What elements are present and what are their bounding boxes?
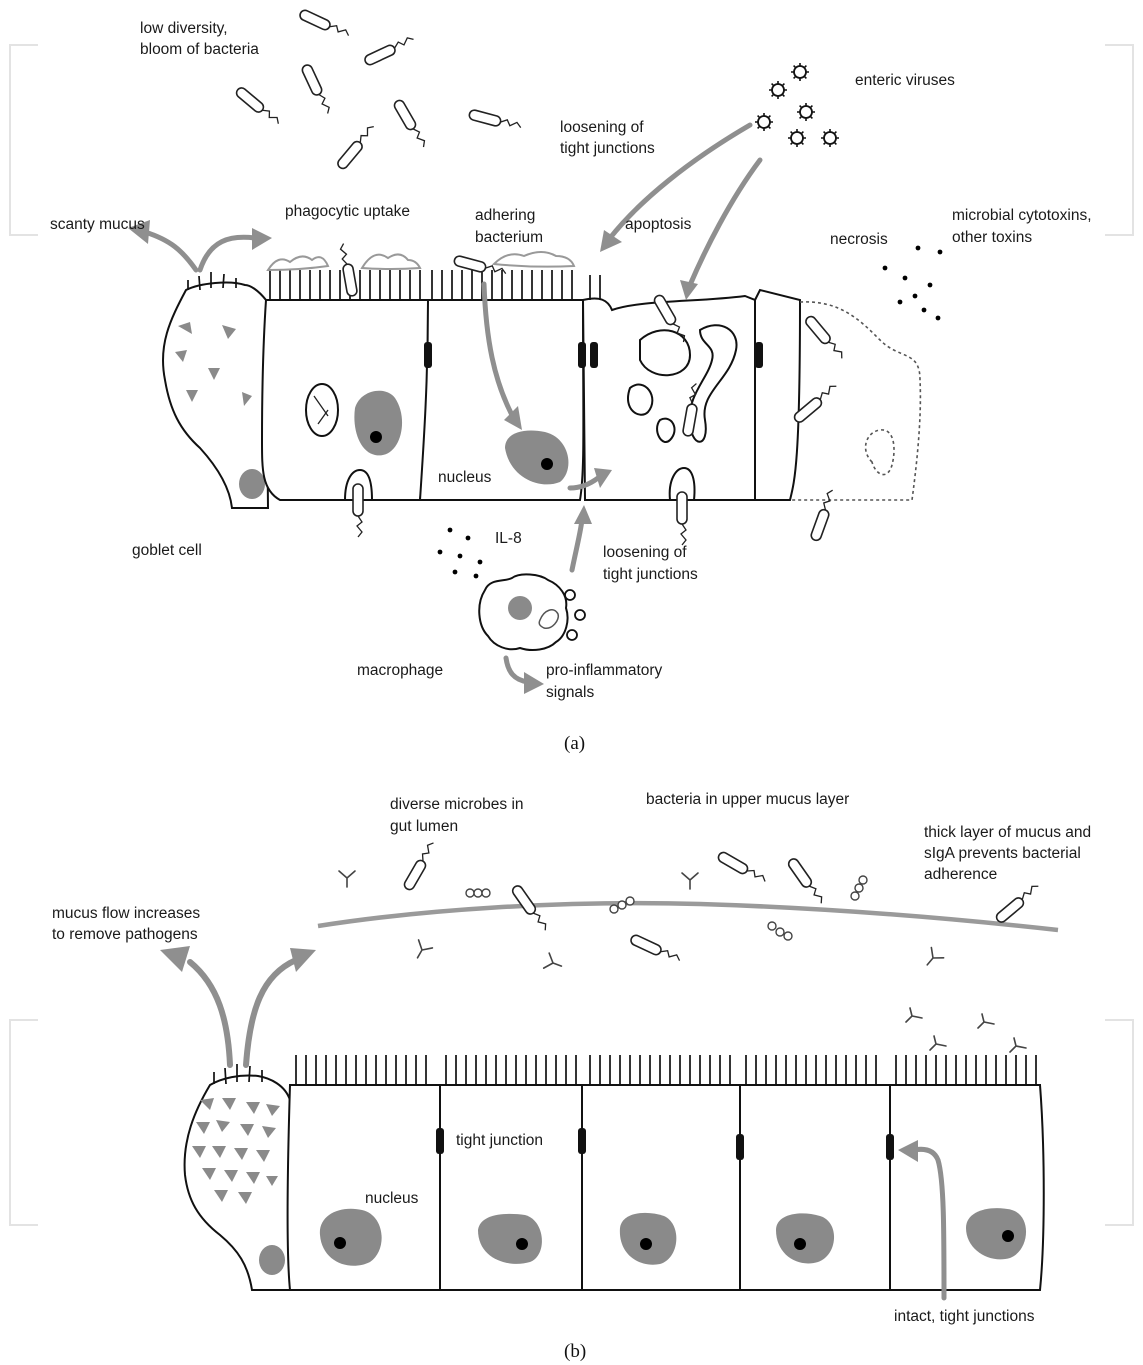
epithelial-cell-a2 <box>420 252 583 500</box>
label-macrophage: macrophage <box>357 662 443 679</box>
siga-antibodies <box>906 1008 1026 1052</box>
toxin-dots <box>883 246 943 321</box>
label-thick-2: sIgA prevents bacterial <box>924 845 1081 862</box>
label-loosening-bottom-2: tight junctions <box>603 566 698 583</box>
caption-b: (b) <box>564 1341 586 1362</box>
panel-b: diverse microbes in gut lumen bacteria i… <box>52 791 1091 1362</box>
il8-dots <box>438 528 483 579</box>
necrotic-cell <box>755 290 920 542</box>
label-pro-inflammatory-2: signals <box>546 684 594 701</box>
label-loosening-bottom-1: loosening of <box>603 544 687 561</box>
label-diverse-2: gut lumen <box>390 818 458 835</box>
mucus-layer-line <box>318 903 1058 930</box>
goblet-cell-a <box>163 272 268 508</box>
label-mucus-flow-2: to remove pathogens <box>52 926 198 943</box>
bacteria-bloom <box>235 9 523 171</box>
label-adhering-1: adhering <box>475 207 535 224</box>
label-nucleus-a: nucleus <box>438 469 492 486</box>
label-loosening-top-2: tight junctions <box>560 140 655 157</box>
label-goblet-cell: goblet cell <box>132 542 202 559</box>
caption-a: (a) <box>564 733 585 754</box>
label-nucleus-b: nucleus <box>365 1190 419 1207</box>
apoptotic-cell <box>583 275 758 545</box>
label-low-diversity-1: low diversity, <box>140 20 228 37</box>
label-diverse-1: diverse microbes in <box>390 796 524 813</box>
label-necrosis: necrosis <box>830 231 888 248</box>
panel-a: low diversity, bloom of bacteria enteric… <box>50 9 1092 754</box>
label-cytotoxins-1: microbial cytotoxins, <box>952 207 1092 224</box>
label-cytotoxins-2: other toxins <box>952 229 1032 246</box>
label-loosening-top-1: loosening of <box>560 119 644 136</box>
epithelial-cell-a1 <box>262 243 428 537</box>
enteric-viruses <box>755 63 839 147</box>
label-enteric-viruses: enteric viruses <box>855 72 955 89</box>
label-scanty-mucus: scanty mucus <box>50 216 145 233</box>
label-il8: IL-8 <box>495 530 522 547</box>
label-pro-inflammatory-1: pro-inflammatory <box>546 662 663 679</box>
label-phagocytic-uptake: phagocytic uptake <box>285 203 410 220</box>
label-adhering-2: bacterium <box>475 229 543 246</box>
macrophage <box>479 574 585 650</box>
mucus-microbes <box>411 922 944 974</box>
label-intact-junctions: intact, tight junctions <box>894 1308 1035 1325</box>
label-thick-1: thick layer of mucus and <box>924 824 1091 841</box>
label-upper-mucus: bacteria in upper mucus layer <box>646 791 849 808</box>
label-apoptosis: apoptosis <box>625 216 692 233</box>
label-tight-junction: tight junction <box>456 1132 543 1149</box>
label-mucus-flow-1: mucus flow increases <box>52 905 200 922</box>
label-thick-3: adherence <box>924 866 997 883</box>
label-low-diversity-2: bloom of bacteria <box>140 41 259 58</box>
goblet-cell-b <box>185 1064 290 1290</box>
epithelial-cells-b <box>288 1055 1044 1290</box>
